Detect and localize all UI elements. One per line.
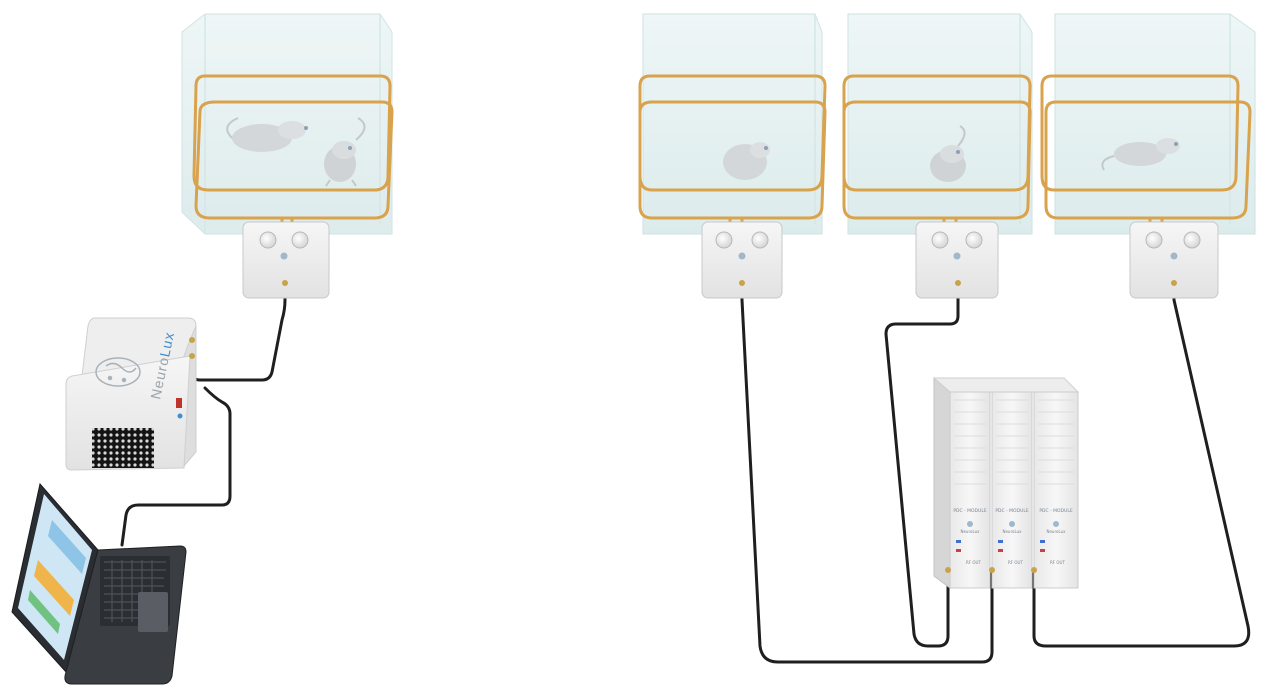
- logo-icon: [1170, 252, 1178, 260]
- module-title: PDC - MODULE: [995, 508, 1028, 514]
- pdc-module-1: PDC - MODULE NeuroLux RF OUT: [945, 391, 991, 589]
- usb-port-icon: [177, 413, 183, 419]
- connector-icon: [955, 280, 961, 286]
- brain-logo-icon: [95, 357, 141, 387]
- knob-icon: [1183, 231, 1201, 249]
- knob-icon: [1145, 231, 1163, 249]
- module-logo-icon: [967, 521, 973, 527]
- knob-icon: [259, 231, 277, 249]
- indicator-led-icon: [998, 549, 1003, 552]
- module-logo-icon: [1009, 521, 1015, 527]
- laptop-icon: [11, 482, 187, 685]
- connector-icon: [189, 337, 195, 343]
- laptop-screen-content: [28, 520, 86, 634]
- knob-icon: [931, 231, 949, 249]
- rat-icon: [1101, 138, 1180, 171]
- rat-icon: [723, 142, 770, 180]
- connector-icon: [739, 280, 745, 286]
- module-port-label: RF OUT: [966, 560, 981, 565]
- cable-controller-to-box-1: [190, 283, 287, 382]
- knob-icon: [291, 231, 309, 249]
- indicator-led-icon: [956, 549, 961, 552]
- rack-vent-lines: [954, 399, 1074, 485]
- cage-glass: [642, 13, 823, 235]
- tuner-box-2: [701, 221, 783, 299]
- rat-icon: [930, 125, 966, 182]
- indicator-led-icon: [1040, 540, 1045, 543]
- logo-icon: [953, 252, 961, 260]
- connector-icon: [189, 353, 195, 359]
- rat-icon: [324, 117, 366, 187]
- controller-icon: NeuroLux: [65, 317, 197, 471]
- connector-icon: [282, 280, 288, 286]
- logo-icon: [738, 252, 746, 260]
- rack-side: [933, 376, 951, 589]
- logo-icon: [280, 252, 288, 260]
- pdc-rack: PDC - MODULE NeuroLux RF OUT PDC - MODUL…: [932, 376, 1080, 589]
- module-title: PDC - MODULE: [1039, 508, 1072, 514]
- connector-icon: [1171, 280, 1177, 286]
- cage-glass: [847, 13, 1033, 235]
- cage-3: [842, 13, 1033, 235]
- power-switch-icon: [176, 398, 182, 408]
- pdc-module-2: PDC - MODULE NeuroLux RF OUT: [989, 391, 1033, 589]
- rack-top: [932, 377, 1080, 393]
- module-brand: NeuroLux: [1002, 529, 1022, 534]
- cables: [120, 280, 1251, 664]
- indicator-led-icon: [1040, 549, 1045, 552]
- connector-icon: [1031, 567, 1037, 573]
- indicator-led-icon: [956, 540, 961, 543]
- knob-icon: [965, 231, 983, 249]
- cable-box-2-to-rack: [740, 280, 994, 664]
- module-brand: NeuroLux: [960, 529, 980, 534]
- indicator-led-icon: [998, 540, 1003, 543]
- module-logo-icon: [1053, 521, 1059, 527]
- module-port-label: RF OUT: [1050, 560, 1065, 565]
- cable-box-3-to-rack: [884, 280, 960, 648]
- cage-2: [638, 13, 827, 235]
- cable-laptop-to-controller: [120, 386, 232, 547]
- module-port-label: RF OUT: [1008, 560, 1023, 565]
- module-brand: NeuroLux: [1046, 529, 1066, 534]
- laptop-screen: [18, 494, 92, 660]
- cable-box-4-to-rack: [1032, 280, 1251, 648]
- connector-icon: [945, 567, 951, 573]
- fan-grille-icon: [92, 428, 154, 468]
- knob-icon: [715, 231, 733, 249]
- knob-icon: [751, 231, 769, 249]
- tuner-box-4: [1129, 221, 1219, 299]
- pdc-module-3: PDC - MODULE NeuroLux RF OUT: [1031, 391, 1079, 589]
- connector-icon: [989, 567, 995, 573]
- cage-4: [1040, 13, 1256, 235]
- rat-icon: [226, 117, 308, 152]
- cage-glass: [1054, 13, 1256, 235]
- tuner-box-1: [242, 221, 330, 299]
- module-title: PDC - MODULE: [953, 508, 986, 514]
- laptop-touchpad: [138, 592, 168, 632]
- cage-1: [181, 13, 394, 235]
- tuner-box-3: [915, 221, 999, 299]
